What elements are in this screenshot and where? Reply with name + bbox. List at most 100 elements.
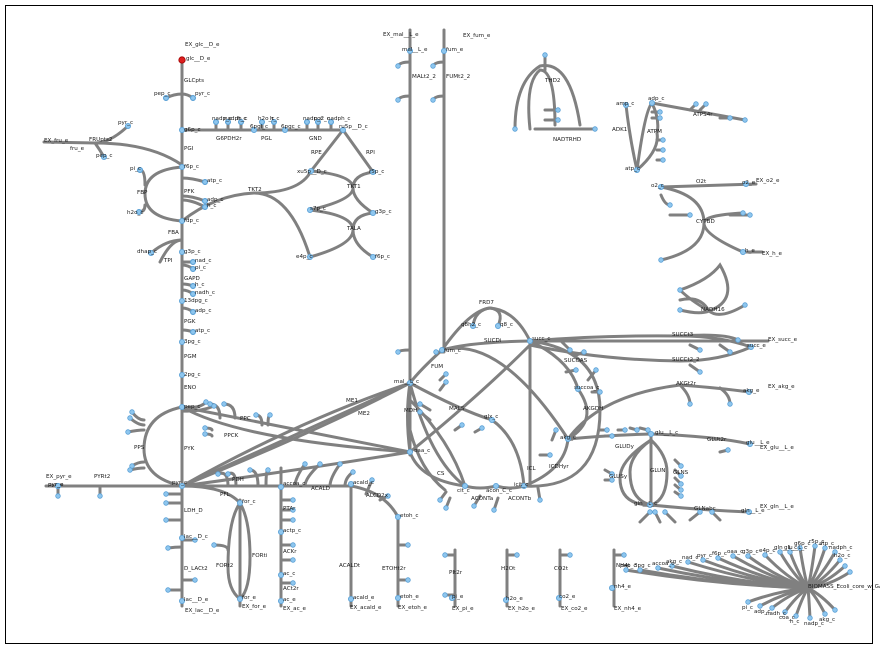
metabolite-node-gln_e[interactable] (746, 508, 753, 515)
cofactor-node[interactable] (265, 467, 271, 473)
cofactor-node[interactable] (163, 95, 169, 101)
cofactor-node[interactable] (652, 509, 658, 515)
metabolite-node-3pg[interactable] (178, 338, 185, 345)
metabolite-node-acald_e[interactable] (347, 596, 354, 603)
cofactor-node[interactable] (190, 266, 196, 272)
cofactor-node[interactable] (211, 542, 217, 548)
cofactor-node[interactable] (290, 517, 296, 523)
cofactor-node[interactable] (253, 412, 259, 418)
cofactor-node[interactable] (593, 367, 599, 373)
metabolite-node-succoa[interactable] (575, 385, 582, 392)
cofactor-node[interactable] (369, 477, 375, 483)
metabolite-node-co2_e[interactable] (556, 595, 563, 602)
cofactor-node[interactable] (443, 379, 449, 385)
cofactor-node[interactable] (315, 119, 321, 125)
cofactor-node[interactable] (163, 500, 169, 506)
metabolite-node-dhap[interactable] (147, 249, 154, 256)
cofactor-node[interactable] (405, 577, 411, 583)
metabolite-node-fum_e[interactable] (440, 48, 447, 55)
metabolite-node-gln[interactable] (647, 501, 654, 508)
cofactor-node[interactable] (609, 471, 615, 477)
cofactor-node[interactable] (238, 119, 244, 125)
cofactor-node[interactable] (395, 63, 401, 69)
cofactor-node[interactable] (555, 107, 561, 113)
cofactor-node[interactable] (807, 615, 813, 621)
cofactor-node[interactable] (678, 481, 684, 487)
cofactor-node[interactable] (687, 401, 693, 407)
cofactor-node[interactable] (797, 545, 803, 551)
cofactor-node[interactable] (622, 427, 628, 433)
cofactor-node[interactable] (832, 549, 838, 555)
cofactor-node[interactable] (847, 569, 853, 575)
metabolite-node-ac_e[interactable] (277, 598, 284, 605)
cofactor-node[interactable] (693, 101, 699, 107)
metabolite-node-succ[interactable] (527, 337, 534, 344)
cofactor-node[interactable] (512, 126, 518, 132)
cofactor-node[interactable] (350, 469, 356, 475)
cofactor-node[interactable] (125, 429, 131, 435)
cofactor-node[interactable] (430, 63, 436, 69)
cofactor-node[interactable] (647, 509, 653, 515)
cofactor-node[interactable] (745, 553, 751, 559)
cofactor-node[interactable] (165, 587, 171, 593)
metabolite-node-for[interactable] (236, 499, 243, 506)
metabolite-node-etoh_e[interactable] (394, 595, 401, 602)
cofactor-node[interactable] (514, 552, 520, 558)
metabolite-node-glu_e[interactable] (747, 440, 754, 447)
cofactor-node[interactable] (677, 307, 683, 313)
cofactor-node[interactable] (621, 552, 627, 558)
cofactor-node[interactable] (553, 427, 559, 433)
metabolite-node-adp[interactable] (649, 100, 656, 107)
metabolite-node-atp[interactable] (634, 166, 641, 173)
cofactor-node[interactable] (304, 119, 310, 125)
metabolite-node-amp[interactable] (623, 102, 630, 109)
cofactor-node[interactable] (662, 509, 668, 515)
cofactor-node[interactable] (479, 425, 485, 431)
metabolite-node-6pgc[interactable] (281, 127, 288, 134)
cofactor-node[interactable] (271, 119, 277, 125)
cofactor-node[interactable] (137, 167, 143, 173)
cofactor-node[interactable] (55, 493, 61, 499)
cofactor-node[interactable] (727, 401, 733, 407)
cofactor-node[interactable] (417, 409, 423, 415)
cofactor-node[interactable] (267, 412, 273, 418)
metabolite-node-o2_e[interactable] (743, 180, 750, 187)
cofactor-node[interactable] (202, 204, 208, 210)
cofactor-node[interactable] (725, 447, 731, 453)
cofactor-node[interactable] (542, 52, 548, 58)
cofactor-node[interactable] (290, 580, 296, 586)
metabolite-node-s7p[interactable] (306, 206, 313, 213)
metabolite-node-glc_e[interactable] (178, 56, 186, 64)
cofactor-node[interactable] (443, 371, 449, 377)
cofactor-node[interactable] (221, 401, 227, 407)
cofactor-node[interactable] (745, 599, 751, 605)
cofactor-node[interactable] (190, 95, 196, 101)
cofactor-node[interactable] (697, 347, 703, 353)
cofactor-node[interactable] (202, 425, 208, 431)
cofactor-node[interactable] (822, 545, 828, 551)
metabolite-node-e4p[interactable] (306, 253, 313, 260)
cofactor-node[interactable] (727, 115, 733, 121)
cofactor-node[interactable] (433, 349, 439, 355)
cofactor-node[interactable] (597, 389, 603, 395)
metabolite-node-r5p[interactable] (369, 168, 376, 175)
cofactor-node[interactable] (290, 497, 296, 503)
cofactor-node[interactable] (302, 461, 308, 467)
metabolite-node-mal_e[interactable] (406, 48, 413, 55)
cofactor-node[interactable] (742, 302, 748, 308)
metabolite-node-fru_pyr[interactable] (125, 123, 132, 130)
metabolite-node-f6p_b[interactable] (369, 253, 376, 260)
cofactor-node[interactable] (727, 349, 733, 355)
metabolite-node-fbp_m[interactable] (178, 217, 185, 224)
metabolite-node-q8h2[interactable] (469, 322, 476, 329)
cofactor-node[interactable] (747, 212, 753, 218)
cofactor-node[interactable] (328, 119, 334, 125)
cofactor-node[interactable] (678, 473, 684, 479)
cofactor-node[interactable] (645, 427, 651, 433)
cofactor-node[interactable] (609, 433, 615, 439)
cofactor-node[interactable] (190, 329, 196, 335)
metabolite-node-fum[interactable] (438, 346, 445, 353)
metabolite-node-accoa[interactable] (277, 483, 284, 490)
metabolite-node-glx[interactable] (488, 416, 495, 423)
